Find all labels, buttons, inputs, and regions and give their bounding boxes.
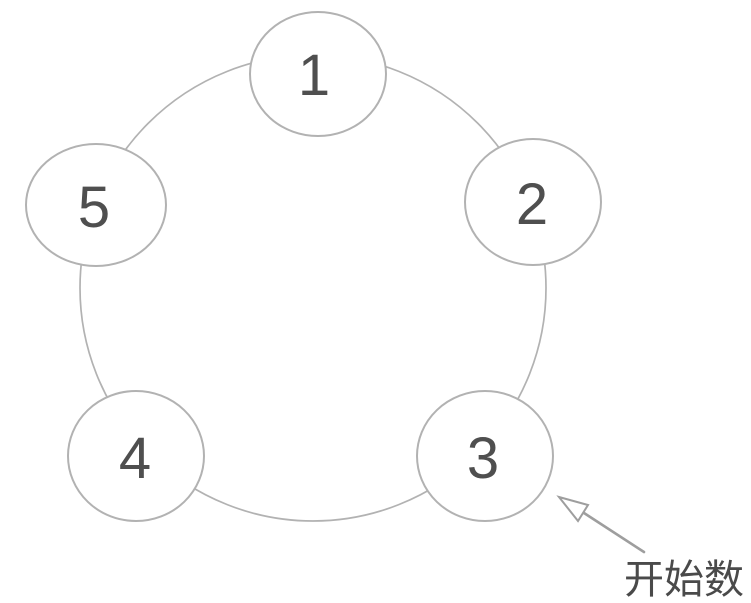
node-1: 1 bbox=[249, 11, 387, 137]
arrowhead-icon bbox=[556, 495, 590, 523]
node-1-label: 1 bbox=[298, 43, 330, 108]
node-2-label: 2 bbox=[516, 172, 548, 237]
node-4: 4 bbox=[67, 390, 205, 522]
node-2: 2 bbox=[464, 138, 602, 266]
node-2-circle bbox=[464, 138, 602, 266]
node-3: 3 bbox=[416, 390, 554, 522]
node-4-circle bbox=[67, 390, 205, 522]
node-5-circle bbox=[25, 143, 167, 267]
node-1-circle bbox=[249, 11, 387, 137]
node-5: 5 bbox=[25, 143, 167, 267]
arrow-icon bbox=[556, 495, 646, 554]
node-5-label: 5 bbox=[78, 175, 110, 240]
node-3-circle bbox=[416, 390, 554, 522]
node-4-label: 4 bbox=[119, 426, 151, 491]
node-3-label: 3 bbox=[467, 426, 499, 491]
start-count-label: 开始数 bbox=[624, 557, 744, 603]
arrow-shaft bbox=[582, 511, 646, 554]
